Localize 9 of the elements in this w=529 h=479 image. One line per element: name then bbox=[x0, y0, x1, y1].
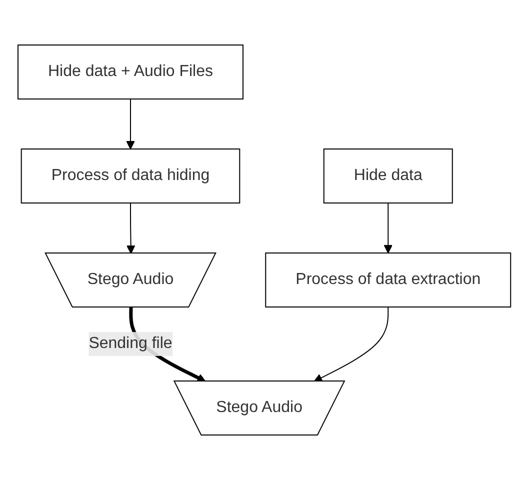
arrow bbox=[126, 98, 136, 149]
node-box: Hide data + Audio Files bbox=[18, 44, 244, 99]
arrow bbox=[126, 202, 136, 254]
node-box: Process of data hiding bbox=[21, 148, 240, 203]
edge-label: Sending file bbox=[88, 334, 172, 352]
arrow bbox=[314, 306, 389, 382]
node-box: Process of data extraction bbox=[265, 252, 512, 307]
node-box: Hide data bbox=[324, 148, 454, 203]
arrow bbox=[384, 202, 393, 253]
